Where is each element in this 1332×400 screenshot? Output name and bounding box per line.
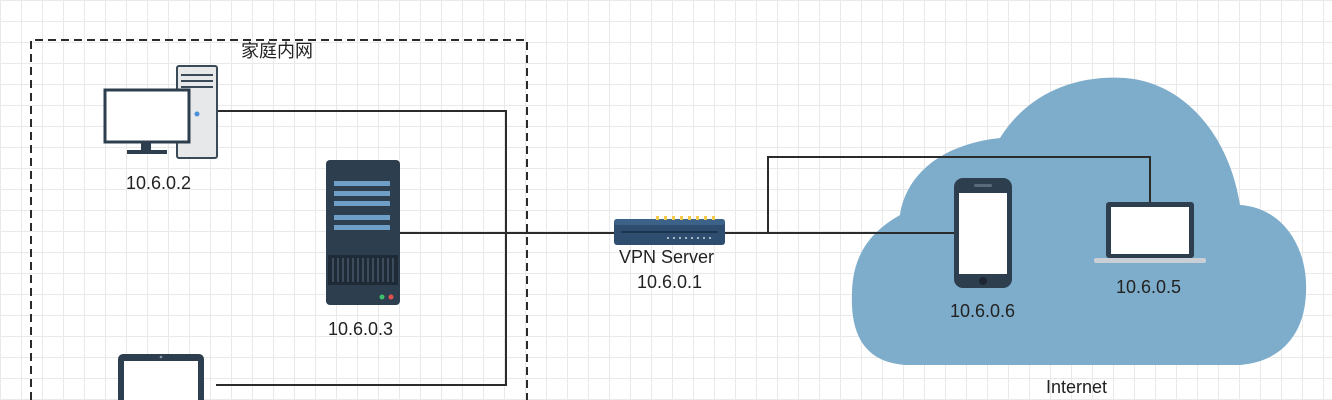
- tablet-icon: [118, 354, 204, 400]
- internet-label: Internet: [1046, 377, 1108, 397]
- phone-ip-label: 10.6.0.6: [950, 301, 1016, 321]
- laptop-ip-label: 10.6.0.5: [1116, 277, 1182, 297]
- link-vpn-to-laptop: [767, 156, 1151, 233]
- smartphone-icon: [954, 178, 1012, 288]
- link-desktop: [216, 110, 507, 386]
- rack-server-icon: [326, 160, 400, 305]
- vpn-server-name-label: VPN Server: [619, 247, 715, 267]
- laptop-icon: [1094, 202, 1206, 263]
- internet-cloud: [851, 77, 1307, 366]
- desktop-ip-label: 10.6.0.2: [126, 173, 192, 193]
- vpn-router-icon: [614, 216, 725, 245]
- server-ip-label: 10.6.0.3: [328, 319, 394, 339]
- desktop-computer-icon: [103, 65, 218, 159]
- connection-lines: [216, 110, 1151, 386]
- vpn-server-ip-label: 10.6.0.1: [637, 272, 703, 292]
- home-network-label: 家庭内网: [241, 41, 313, 61]
